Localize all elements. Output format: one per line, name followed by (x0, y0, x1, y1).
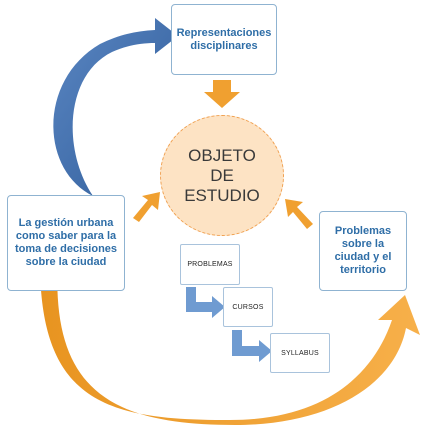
center-line-1: OBJETO (188, 145, 256, 165)
center-line-2: DE (210, 165, 234, 185)
gestion-urbana-box: La gestión urbana como saber para la tom… (7, 195, 125, 291)
blue-curved-arrow (53, 18, 179, 196)
objeto-estudio-circle: OBJETO DE ESTUDIO (160, 115, 284, 236)
center-line-3: ESTUDIO (184, 185, 260, 205)
representaciones-label: Representaciones disciplinares (176, 26, 272, 52)
representaciones-box: Representaciones disciplinares (171, 4, 277, 75)
step-arrow-1 (186, 287, 225, 318)
step-problemas-label: PROBLEMAS (187, 261, 233, 268)
step-arrow-2 (232, 330, 272, 362)
step-syllabus-label: SYLLABUS (281, 349, 319, 357)
problemas-ciudad-box: Problemas sobre la ciudad y el territori… (319, 211, 407, 291)
left-inward-arrow (133, 192, 160, 222)
step-syllabus-box: SYLLABUS (270, 333, 330, 373)
step-cursos-box: CURSOS (223, 287, 273, 327)
down-arrow (204, 80, 240, 108)
step-cursos-label: CURSOS (232, 303, 264, 311)
problemas-ciudad-label: Problemas sobre la ciudad y el territori… (334, 225, 392, 276)
gestion-urbana-label: La gestión urbana como saber para la tom… (14, 217, 118, 268)
right-inward-arrow (285, 199, 313, 229)
step-problemas-box: PROBLEMAS (180, 244, 240, 285)
